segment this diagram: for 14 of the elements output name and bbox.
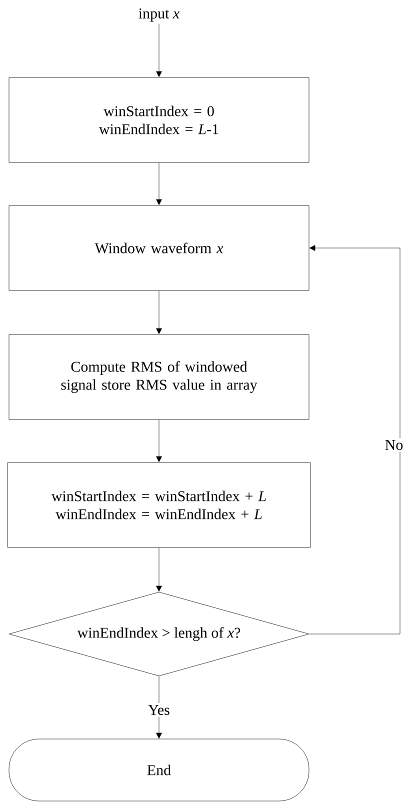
arrow — [156, 162, 162, 206]
arrow — [309, 245, 400, 634]
process-box: Compute RMS of windowed signal store RMS value in array — [8, 334, 310, 420]
edge-label: Yes — [146, 703, 172, 717]
arrow — [156, 420, 162, 462]
process-box: Window waveform x — [8, 205, 310, 291]
input-label: input x — [138, 8, 180, 22]
process-box: winStartIndex = winStartIndex + L winEndIndex = winEndIndex + L — [7, 462, 311, 548]
terminal-box: End — [8, 738, 310, 802]
edge-label: No — [382, 438, 406, 452]
arrow — [156, 24, 162, 78]
arrow — [156, 548, 162, 592]
arrow — [156, 290, 162, 334]
process-box: winStartIndex = 0 winEndIndex = L-1 — [8, 77, 310, 163]
